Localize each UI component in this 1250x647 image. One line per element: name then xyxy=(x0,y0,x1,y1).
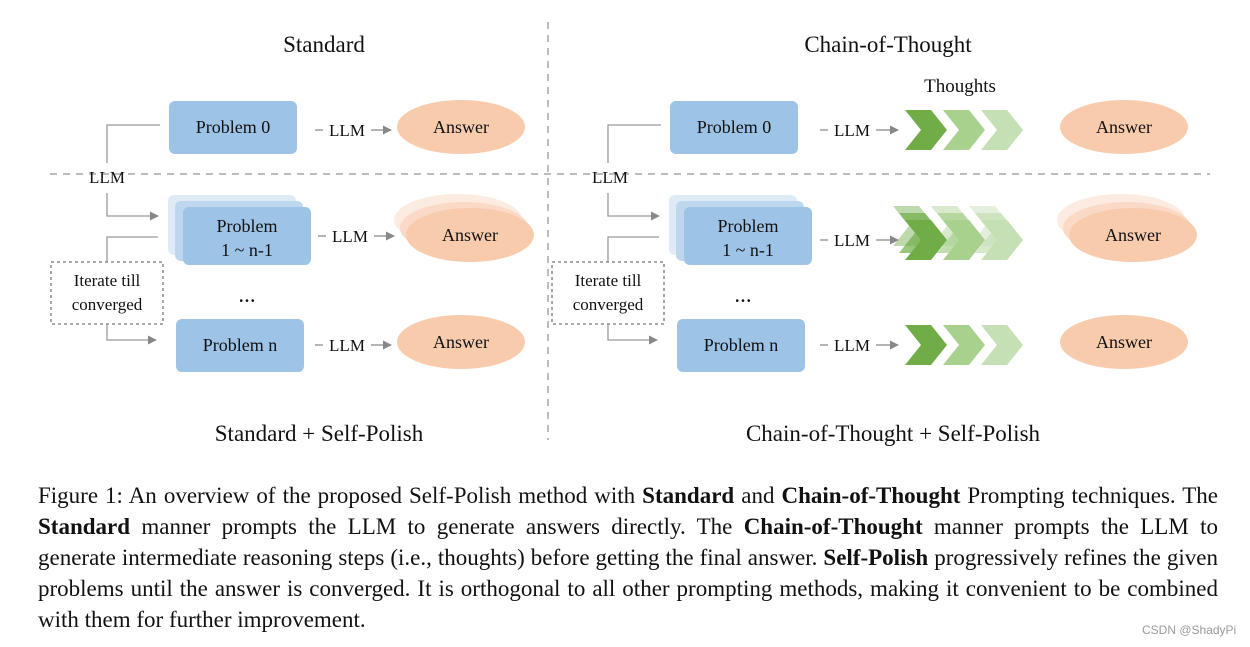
answer-label: Answer xyxy=(1096,332,1152,352)
self-polish-diagram: Standard Chain-of-Thought Standard + Sel… xyxy=(50,22,1210,446)
answer-label: Answer xyxy=(433,332,489,352)
thought-chevrons-stack xyxy=(893,206,1023,260)
thoughts-label: Thoughts xyxy=(924,76,996,97)
problem-mid-box xyxy=(183,207,311,265)
caption-text: and xyxy=(734,483,782,508)
caption-bold-self-polish: Self-Polish xyxy=(823,545,929,570)
iterate-connector-top xyxy=(106,236,158,262)
caption-text: manner prompts the LLM to generate answe… xyxy=(130,514,744,539)
answer-ellipse xyxy=(397,100,525,154)
problem-n-box xyxy=(677,319,805,372)
caption-bold-cot: Chain-of-Thought xyxy=(743,514,923,539)
problem-mid-line2: 1 ~ n-1 xyxy=(221,240,273,260)
llm-arrow-label: LLM xyxy=(329,336,365,355)
llm-arrow-label: LLM xyxy=(332,227,368,246)
answer-ellipse xyxy=(397,315,525,369)
caption-bold-standard: Standard xyxy=(642,483,735,508)
llm-arrow-label: LLM xyxy=(834,231,870,250)
answer-ellipse xyxy=(406,208,534,262)
problem-0-label: Problem 0 xyxy=(697,117,772,137)
ellipsis: ... xyxy=(734,282,751,307)
answer-label: Answer xyxy=(1105,225,1161,245)
section-title-standard-self-polish: Standard + Self-Polish xyxy=(215,421,424,446)
iterate-line2: converged xyxy=(573,295,644,314)
problem-n-box xyxy=(176,319,304,372)
llm-feedback-connector xyxy=(106,124,160,163)
llm-connector-arrow xyxy=(607,193,660,221)
section-title-cot: Chain-of-Thought xyxy=(804,32,972,57)
ellipsis: ... xyxy=(238,282,255,307)
problem-0-box xyxy=(670,101,798,154)
llm-arrow-label: LLM xyxy=(329,121,365,140)
iterate-line2: converged xyxy=(72,295,143,314)
caption-text: Prompting techniques. The xyxy=(960,483,1218,508)
iterate-line1: Iterate till xyxy=(575,271,642,290)
problem-mid-line1: Problem xyxy=(217,216,278,236)
problem-0-label: Problem 0 xyxy=(196,117,271,137)
llm-label: LLM xyxy=(592,168,628,187)
llm-arrow-label: LLM xyxy=(834,121,870,140)
llm-arrow-label: LLM xyxy=(834,336,870,355)
answer-label: Answer xyxy=(433,117,489,137)
answer-ellipse xyxy=(1060,100,1188,154)
section-title-cot-self-polish: Chain-of-Thought + Self-Polish xyxy=(746,421,1041,446)
caption-text: manner prompts the LLM to generate inter… xyxy=(38,514,1218,570)
iterate-line1: Iterate till xyxy=(74,271,141,290)
problem-0-box xyxy=(169,101,297,154)
llm-label: LLM xyxy=(89,168,125,187)
answer-ellipse xyxy=(1060,315,1188,369)
llm-feedback-connector xyxy=(607,124,661,163)
answer-label: Answer xyxy=(1096,117,1152,137)
problem-mid-box xyxy=(684,207,812,265)
caption-text: progressively refines the given problems… xyxy=(38,545,1218,632)
problem-n-label: Problem n xyxy=(203,335,278,355)
iterate-connector-bottom xyxy=(106,324,157,345)
iterate-connector-top xyxy=(607,236,659,262)
thought-chevrons xyxy=(905,325,1023,365)
problem-mid-line2: 1 ~ n-1 xyxy=(722,240,774,260)
figure-caption: Figure 1: An overview of the proposed Se… xyxy=(38,480,1218,635)
caption-bold-cot: Chain-of-Thought xyxy=(781,483,961,508)
caption-text: Figure 1: An overview of the proposed Se… xyxy=(38,483,643,508)
llm-connector-arrow xyxy=(106,193,159,221)
iterate-connector-bottom xyxy=(607,324,658,345)
section-title-standard: Standard xyxy=(283,32,365,57)
problem-mid-line1: Problem xyxy=(718,216,779,236)
iterate-box xyxy=(551,261,665,325)
answer-ellipse xyxy=(1069,208,1197,262)
thought-chevrons xyxy=(905,110,1023,150)
watermark: CSDN @ShadyPi xyxy=(1142,623,1237,637)
answer-label: Answer xyxy=(442,225,498,245)
caption-bold-standard: Standard xyxy=(38,514,131,539)
problem-n-label: Problem n xyxy=(704,335,779,355)
